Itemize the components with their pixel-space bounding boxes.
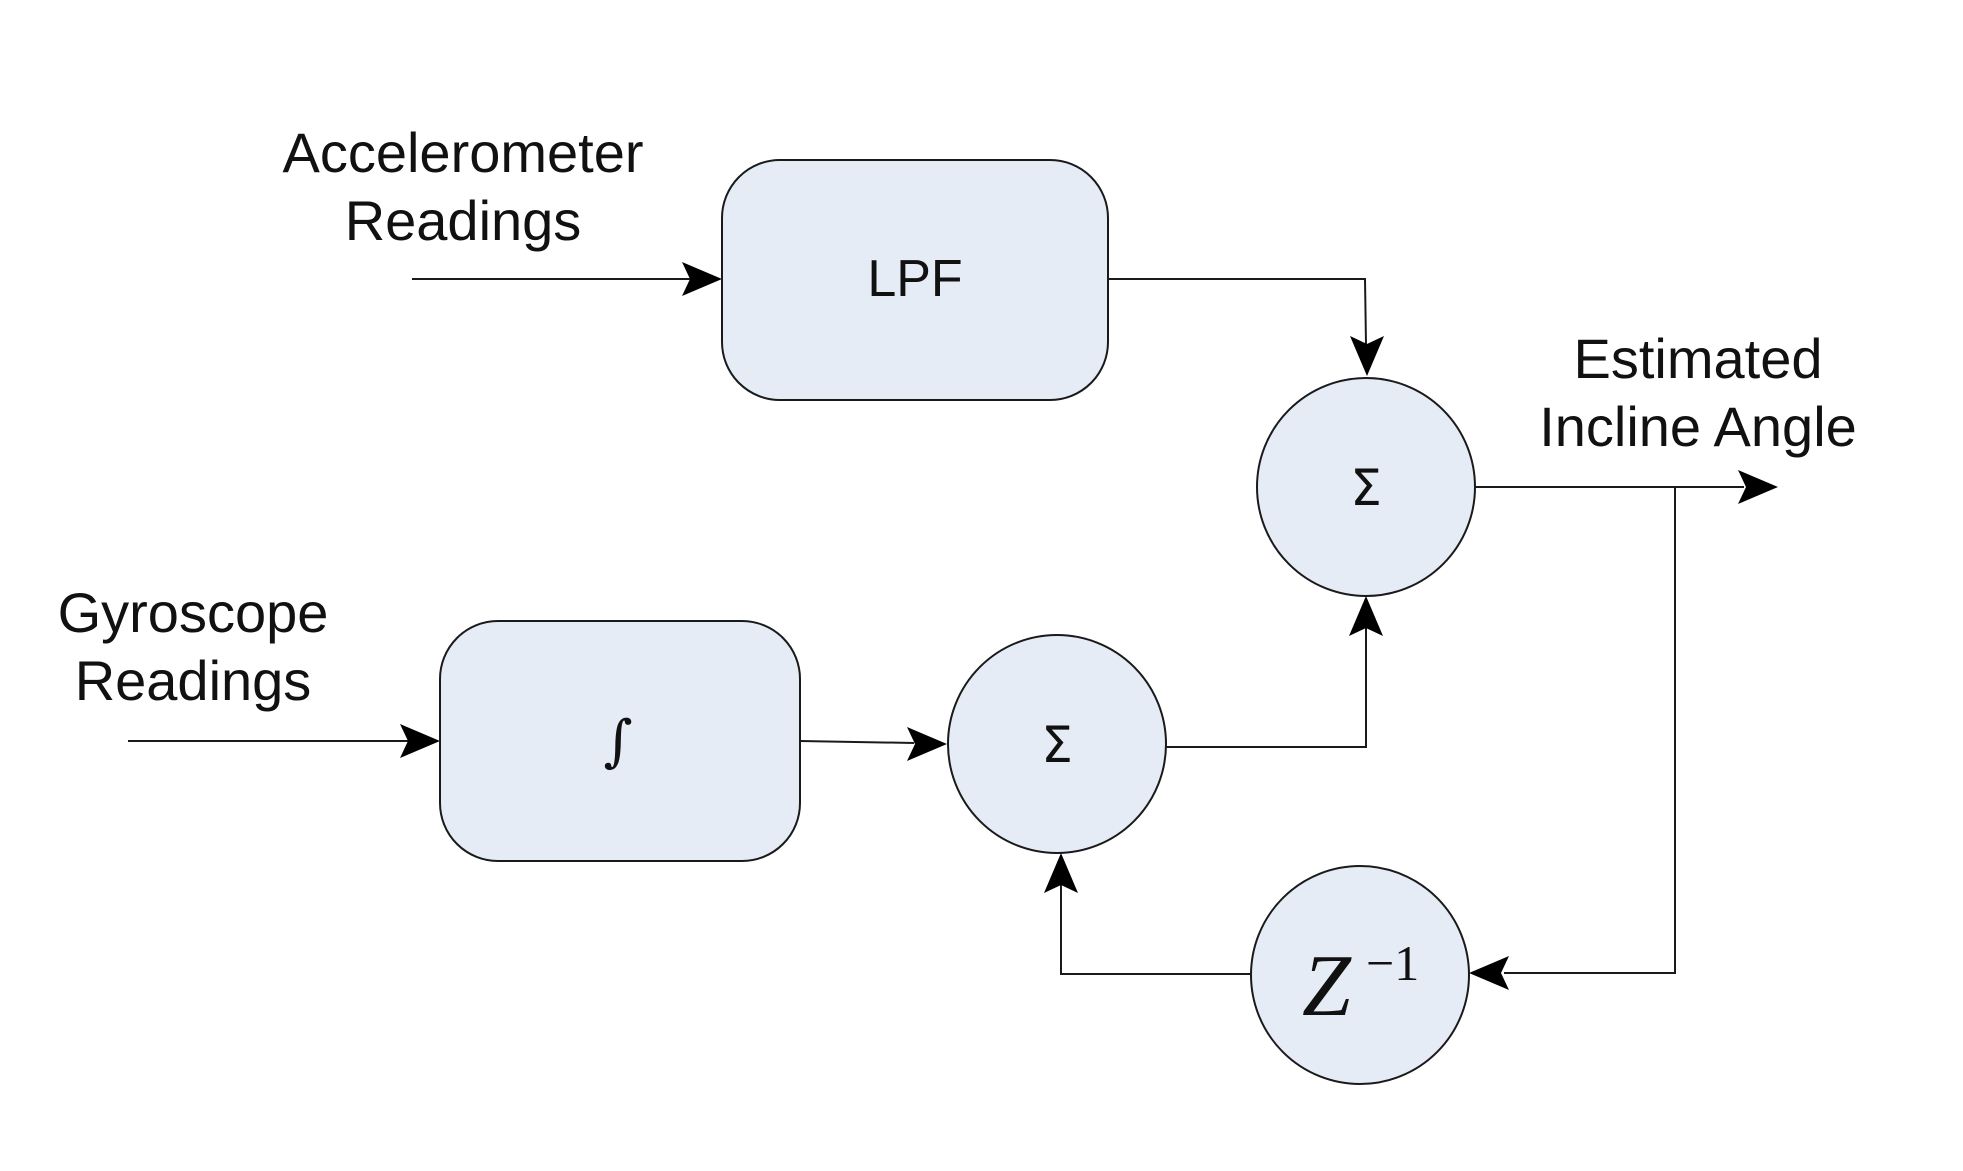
delay-z-label: Z <box>1302 938 1352 1035</box>
feedback-arrowhead <box>1469 956 1509 990</box>
delay-to-sum-arrowhead <box>1044 853 1078 893</box>
feedback-wire <box>1504 487 1676 974</box>
integrator-to-sum-wire <box>799 740 915 744</box>
lpf-label: LPF <box>867 250 962 308</box>
sum-junction-bottom: Σ <box>947 634 1167 854</box>
accelerometer-label-line1: Accelerometer <box>282 121 643 184</box>
lpf-to-sum-wire <box>1108 278 1367 345</box>
sum-to-sum-wire <box>1166 626 1367 748</box>
integrator-to-sum-arrowhead <box>907 727 947 761</box>
sum-to-sum-arrowhead <box>1349 596 1383 636</box>
sum-junction-top: Σ <box>1256 377 1476 597</box>
lpf-block: LPF <box>721 159 1109 401</box>
output-label-line2: Incline Angle <box>1539 395 1857 458</box>
output-arrowhead <box>1738 470 1778 504</box>
integrator-block: ∫ <box>439 620 801 862</box>
delay-to-sum-wire <box>1060 884 1250 975</box>
output-label: Estimated Incline Angle <box>1539 327 1857 458</box>
accelerometer-input-arrowhead <box>682 262 722 296</box>
gyroscope-label: Gyroscope Readings <box>58 581 329 712</box>
integral-icon: ∫ <box>603 709 632 774</box>
output-label-line1: Estimated <box>1574 327 1823 390</box>
sigma-icon: Σ <box>1350 459 1382 517</box>
accelerometer-label-line2: Readings <box>345 189 582 252</box>
gyroscope-input-arrowhead <box>400 724 440 758</box>
sigma-icon: Σ <box>1041 716 1073 774</box>
gyroscope-label-line1: Gyroscope <box>58 581 329 644</box>
accelerometer-label: Accelerometer Readings <box>282 121 643 252</box>
lpf-to-sum-arrowhead <box>1350 336 1384 376</box>
delay-exponent-label: −1 <box>1366 935 1419 991</box>
delay-block: Z −1 <box>1250 865 1470 1085</box>
gyroscope-label-line2: Readings <box>75 649 312 712</box>
